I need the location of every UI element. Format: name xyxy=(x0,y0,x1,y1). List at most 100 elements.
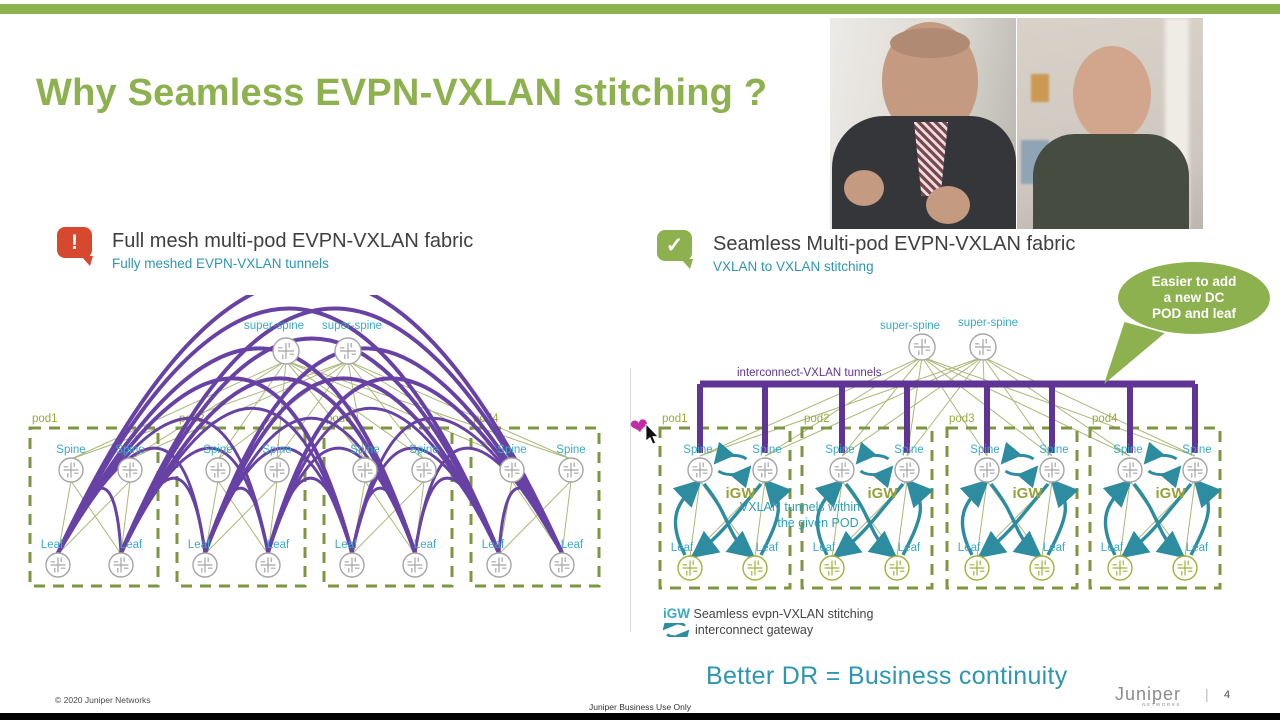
pod-boundary xyxy=(469,426,601,588)
vxlan-tunnel xyxy=(413,446,564,555)
check-icon: ✓ xyxy=(657,230,693,269)
physical-link xyxy=(764,356,984,457)
callout-line: POD and leaf xyxy=(1151,306,1237,321)
pod-vxlan-tunnel xyxy=(1046,478,1079,556)
leaf-label: Leaf xyxy=(1043,542,1066,554)
left-section-subheading: Fully meshed EVPN-VXLAN tunnels xyxy=(112,256,329,271)
spine-label: Spine xyxy=(1182,444,1211,456)
igw-label: iGW xyxy=(726,485,757,502)
physical-link xyxy=(351,480,425,555)
pod-boundary xyxy=(28,426,160,588)
super-spine-label: super-spine xyxy=(958,317,1018,329)
spine-label: Spine xyxy=(1039,444,1068,456)
physical-link xyxy=(57,480,131,555)
vxlan-tunnel xyxy=(203,376,501,555)
spine-label: Spine xyxy=(894,444,923,456)
vxlan-tunnel xyxy=(119,376,417,555)
leaf-label: Leaf xyxy=(41,539,64,551)
vxlan-tunnel xyxy=(203,486,270,555)
pod-vxlan-tunnel xyxy=(814,479,844,556)
interconnect-loop-icon xyxy=(855,441,890,465)
interconnect-loop-icon xyxy=(713,441,748,465)
leaf-label: Leaf xyxy=(1101,542,1124,554)
presenter-2-face xyxy=(1073,46,1151,142)
leaf-label: Leaf xyxy=(671,542,694,554)
callout-line: a new DC xyxy=(1163,290,1225,305)
spine-label: Spine xyxy=(683,444,712,456)
physical-link xyxy=(982,356,1053,457)
physical-link xyxy=(364,480,416,555)
leaf-label: Leaf xyxy=(335,539,358,551)
leaf-label: Leaf xyxy=(482,539,505,551)
bottom-black-bar xyxy=(0,713,1280,720)
physical-link xyxy=(921,356,1196,457)
interconnect-label: interconnect-VXLAN tunnels xyxy=(737,367,882,379)
interconnect-loop-icon xyxy=(1147,465,1182,489)
interconnect-loop-icon xyxy=(663,623,689,637)
presenter-2-shirt xyxy=(1033,134,1189,229)
spine-label: Spine xyxy=(409,444,438,456)
spine-label: Spine xyxy=(1113,444,1142,456)
pod-vxlan-tunnel xyxy=(832,482,905,559)
physical-link xyxy=(906,356,984,457)
pod-vxlan-tunnel xyxy=(901,478,934,556)
leaf-label: Leaf xyxy=(958,542,981,554)
footer-divider: | xyxy=(1205,686,1209,702)
slide-title: Why Seamless EVPN-VXLAN stitching ? xyxy=(36,72,768,114)
leaf-label: Leaf xyxy=(813,542,836,554)
spine-label: Spine xyxy=(115,444,144,456)
physical-link xyxy=(754,480,766,558)
physical-link xyxy=(982,356,1131,457)
spine-label: Spine xyxy=(970,444,999,456)
leaf-label: Leaf xyxy=(561,539,584,551)
background-poster xyxy=(1031,74,1049,102)
interconnect-loop-icon xyxy=(1000,441,1035,465)
top-accent-bar xyxy=(0,4,1280,14)
leaf-label: Leaf xyxy=(267,539,290,551)
page-number: 4 xyxy=(1224,689,1231,701)
pod-vxlan-tunnel xyxy=(1189,478,1222,556)
interconnect-loop-icon xyxy=(859,465,894,489)
pod-label: pod1 xyxy=(32,413,58,425)
interconnect-loop-icon xyxy=(663,623,686,631)
physical-link xyxy=(347,360,513,460)
pod-vxlan-tunnel xyxy=(959,479,989,556)
callout-bubble: Easier to add a new DC POD and leaf xyxy=(1118,262,1270,334)
pod-label: pod3 xyxy=(949,413,975,425)
leaf-label: Leaf xyxy=(1186,542,1209,554)
leaf-label: Leaf xyxy=(188,539,211,551)
physical-link xyxy=(70,360,287,460)
vxlan-tunnel xyxy=(119,306,564,555)
leaf-label: Leaf xyxy=(120,539,143,551)
pod-boundary xyxy=(175,426,307,588)
right-section-heading: Seamless Multi-pod EVPN-VXLAN fabric xyxy=(713,233,1076,255)
presenter-1-hair xyxy=(890,28,970,58)
super-spine-label: super-spine xyxy=(322,320,382,332)
physical-link xyxy=(841,356,923,457)
presenter-video-1 xyxy=(830,18,1016,229)
igw-label: iGW xyxy=(868,485,899,502)
pod-boundary xyxy=(322,426,454,588)
spine-label: Spine xyxy=(262,444,291,456)
vxlan-tunnel xyxy=(56,346,417,555)
presenter-1-hand xyxy=(844,170,884,206)
physical-link xyxy=(120,480,131,555)
vxlan-tunnel xyxy=(56,295,564,555)
pod-vxlan-tunnel xyxy=(672,479,702,556)
spine-label: Spine xyxy=(497,444,526,456)
right-section-subheading: VXLAN to VXLAN stitching xyxy=(713,259,874,274)
pod-vxlan-tunnel xyxy=(977,482,1050,559)
physical-link xyxy=(921,356,988,457)
pod-vxlan-tunnel xyxy=(1102,479,1132,556)
vxlan-tunnel xyxy=(266,446,417,555)
igw-label: iGW xyxy=(1013,485,1044,502)
pod-vxlan-tunnel xyxy=(690,482,763,559)
physical-link xyxy=(982,356,1196,457)
warning-exclamation-icon: ! xyxy=(57,227,93,266)
legend-line1: Seamless evpn-VXLAN stitching xyxy=(693,607,874,621)
igw-label: iGW xyxy=(1156,485,1187,502)
vxlan-within-label: the given POD xyxy=(777,516,858,530)
presenter-1-hand xyxy=(926,186,970,224)
interconnect-loop-icon xyxy=(666,629,689,637)
